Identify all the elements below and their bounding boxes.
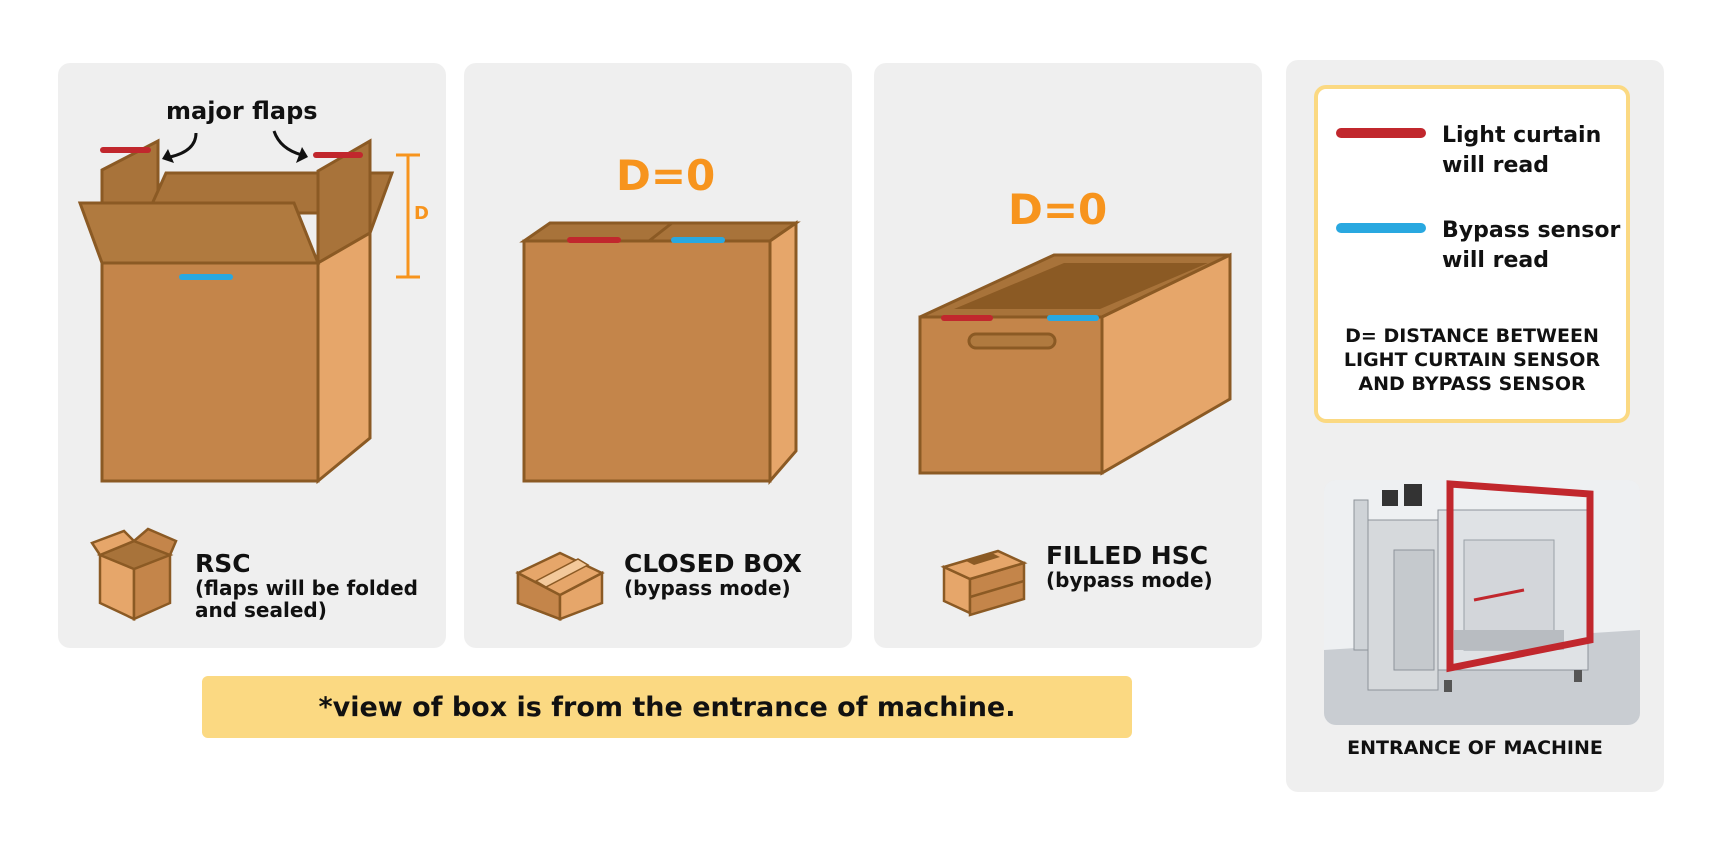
filled-box-icon bbox=[940, 549, 1028, 617]
filled-hsc-subtitle: (bypass mode) bbox=[1046, 568, 1213, 592]
closed-box-panel: D=0 CLOSED BOX (bypass mode) bbox=[464, 63, 852, 648]
rsc-subtitle-2: and sealed) bbox=[195, 598, 327, 622]
legend-light-curtain: Light curtain will read bbox=[1336, 121, 1601, 181]
light-curtain-label-2: will read bbox=[1442, 153, 1549, 178]
rsc-subtitle-1: (flaps will be folded bbox=[195, 576, 418, 600]
distance-definition: D= DISTANCE BETWEEN LIGHT CURTAIN SENSOR… bbox=[1318, 324, 1626, 396]
light-curtain-label-1: Light curtain bbox=[1442, 123, 1602, 148]
flap-arrow-left-icon bbox=[169, 132, 198, 159]
closed-box-subtitle: (bypass mode) bbox=[624, 576, 791, 600]
view-note: *view of box is from the entrance of mac… bbox=[202, 676, 1132, 738]
case-sealer-machine-image bbox=[1324, 480, 1640, 725]
filled-hsc-title: FILLED HSC bbox=[1046, 541, 1209, 570]
rsc-panel: major flaps D RSC (flaps will be folded … bbox=[58, 63, 446, 648]
open-box-icon bbox=[90, 527, 178, 621]
closed-box-caption: CLOSED BOX (bypass mode) bbox=[624, 549, 802, 600]
filled-hsc-caption: FILLED HSC (bypass mode) bbox=[1046, 541, 1213, 592]
hsc-box-illustration bbox=[918, 252, 1232, 617]
rsc-title: RSC bbox=[195, 549, 251, 578]
legend-box: Light curtain will read Bypass sensor wi… bbox=[1314, 85, 1630, 423]
d-equals-zero-label: D=0 bbox=[1008, 185, 1108, 234]
major-flaps-label: major flaps bbox=[166, 97, 318, 125]
entrance-highlight-frame bbox=[1446, 480, 1594, 673]
closed-box-illustration bbox=[515, 220, 801, 621]
machine-caption: ENTRANCE OF MACHINE bbox=[1347, 737, 1603, 759]
definition-line-1: D= DISTANCE BETWEEN bbox=[1345, 325, 1599, 347]
legend-panel: Light curtain will read Bypass sensor wi… bbox=[1286, 60, 1664, 792]
bypass-swatch bbox=[1336, 223, 1426, 233]
light-curtain-swatch bbox=[1336, 128, 1426, 138]
rsc-box-illustration bbox=[77, 130, 420, 621]
filled-hsc-panel: D=0 FILLED HSC (bypass mode) bbox=[874, 63, 1262, 648]
d-dimension-label: D bbox=[414, 203, 429, 224]
definition-line-2: LIGHT CURTAIN SENSOR bbox=[1343, 349, 1601, 371]
definition-line-3: AND BYPASS SENSOR bbox=[1358, 373, 1586, 395]
rsc-caption: RSC (flaps will be folded and sealed) bbox=[195, 549, 418, 622]
closed-box-icon bbox=[515, 551, 605, 621]
machine-photo bbox=[1324, 480, 1640, 725]
bypass-label-2: will read bbox=[1442, 248, 1549, 273]
closed-box-title: CLOSED BOX bbox=[624, 549, 802, 578]
bypass-label-1: Bypass sensor bbox=[1442, 218, 1621, 243]
d-equals-zero-label: D=0 bbox=[616, 151, 716, 200]
flap-arrow-right-icon bbox=[272, 130, 303, 157]
legend-bypass: Bypass sensor will read bbox=[1336, 216, 1620, 276]
